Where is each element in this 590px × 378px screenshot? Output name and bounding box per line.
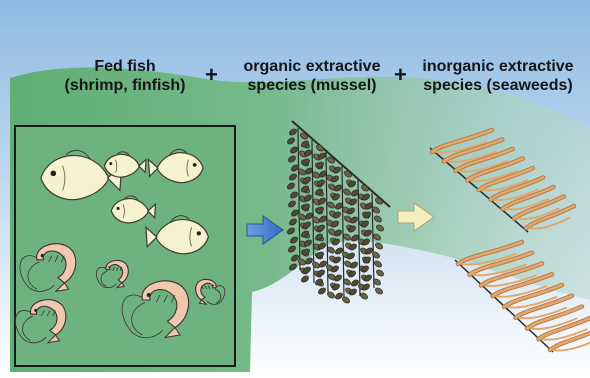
label-inorganic: inorganic extractive species (seaweeds) <box>410 57 586 95</box>
label-organic: organic extractive species (mussel) <box>232 57 392 95</box>
label-inorganic-line2: species (seaweeds) <box>410 76 586 95</box>
label-inorganic-line1: inorganic extractive <box>410 57 586 76</box>
plus-sign-1: + <box>205 64 218 86</box>
label-fed-fish-line1: Fed fish <box>50 57 200 76</box>
plus-sign-2: + <box>394 64 407 86</box>
label-fed-fish-line2: (shrimp, finfish) <box>50 76 200 95</box>
label-organic-line1: organic extractive <box>232 57 392 76</box>
label-organic-line2: species (mussel) <box>232 76 392 95</box>
label-fed-fish: Fed fish (shrimp, finfish) <box>50 57 200 95</box>
